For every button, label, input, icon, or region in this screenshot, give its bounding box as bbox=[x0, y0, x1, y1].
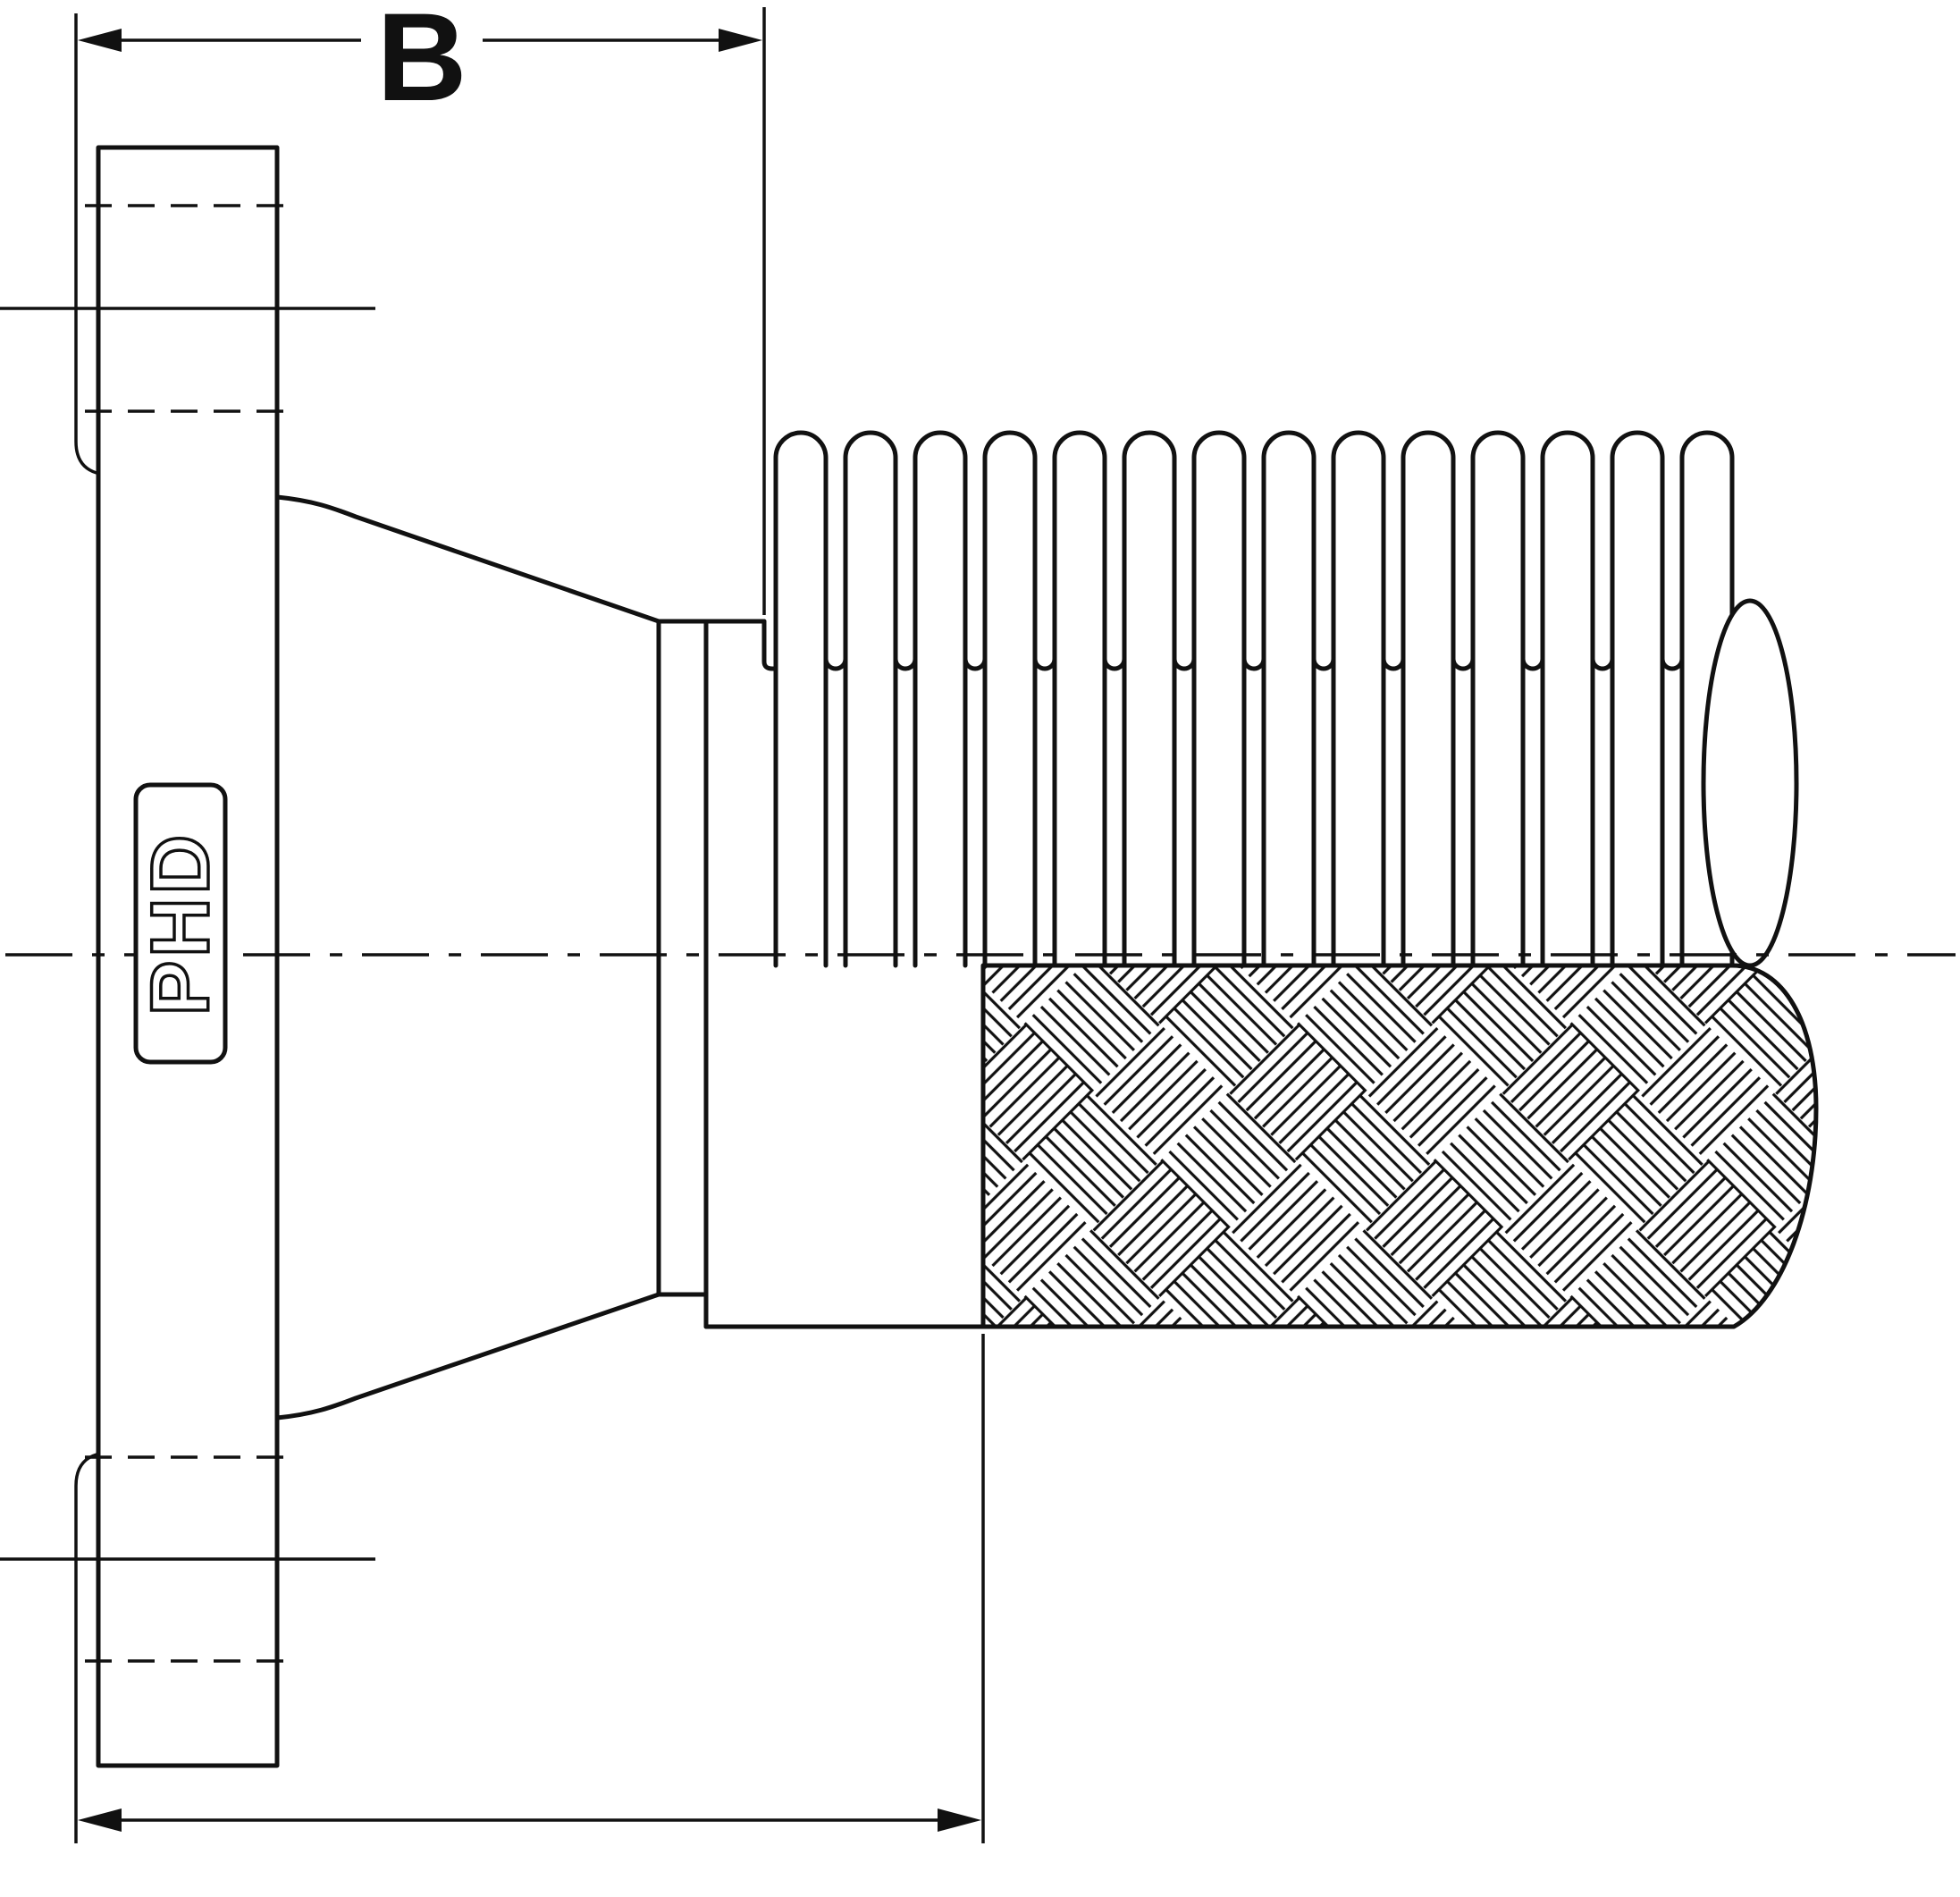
brand-plate-border bbox=[133, 782, 228, 1065]
arrowhead-right bbox=[938, 1808, 981, 1832]
brand-label: PHD bbox=[135, 831, 226, 1016]
corrugated-hose bbox=[773, 430, 1735, 968]
flange-body bbox=[96, 145, 280, 1768]
extension-line-left-lower bbox=[74, 1453, 97, 1843]
arrowhead-right bbox=[719, 29, 762, 52]
flange bbox=[85, 145, 290, 1768]
collar-to-corrugation-step bbox=[761, 619, 778, 671]
arrowhead-left bbox=[78, 29, 122, 52]
corrugation-roots bbox=[823, 656, 1685, 671]
tapered-hub bbox=[274, 494, 661, 1421]
extension-line-left bbox=[74, 13, 97, 475]
hub-taper-top bbox=[274, 494, 661, 624]
dimension-b-label: B bbox=[376, 0, 467, 127]
hose-end-ellipse bbox=[1701, 598, 1799, 968]
wire-braid-weave bbox=[980, 963, 1819, 1329]
dimension-b: B bbox=[74, 0, 766, 1843]
brand-plate: PHD bbox=[133, 782, 228, 1065]
corrugation-convolutions bbox=[773, 430, 1735, 968]
bolt-hole-centerlines bbox=[0, 307, 375, 1561]
arrowhead-left bbox=[78, 1808, 122, 1832]
bottom-dimension bbox=[78, 1334, 985, 1843]
collar-ferrule bbox=[656, 619, 986, 1329]
hub-taper-bottom bbox=[274, 1292, 661, 1421]
braid bbox=[980, 963, 1819, 1329]
